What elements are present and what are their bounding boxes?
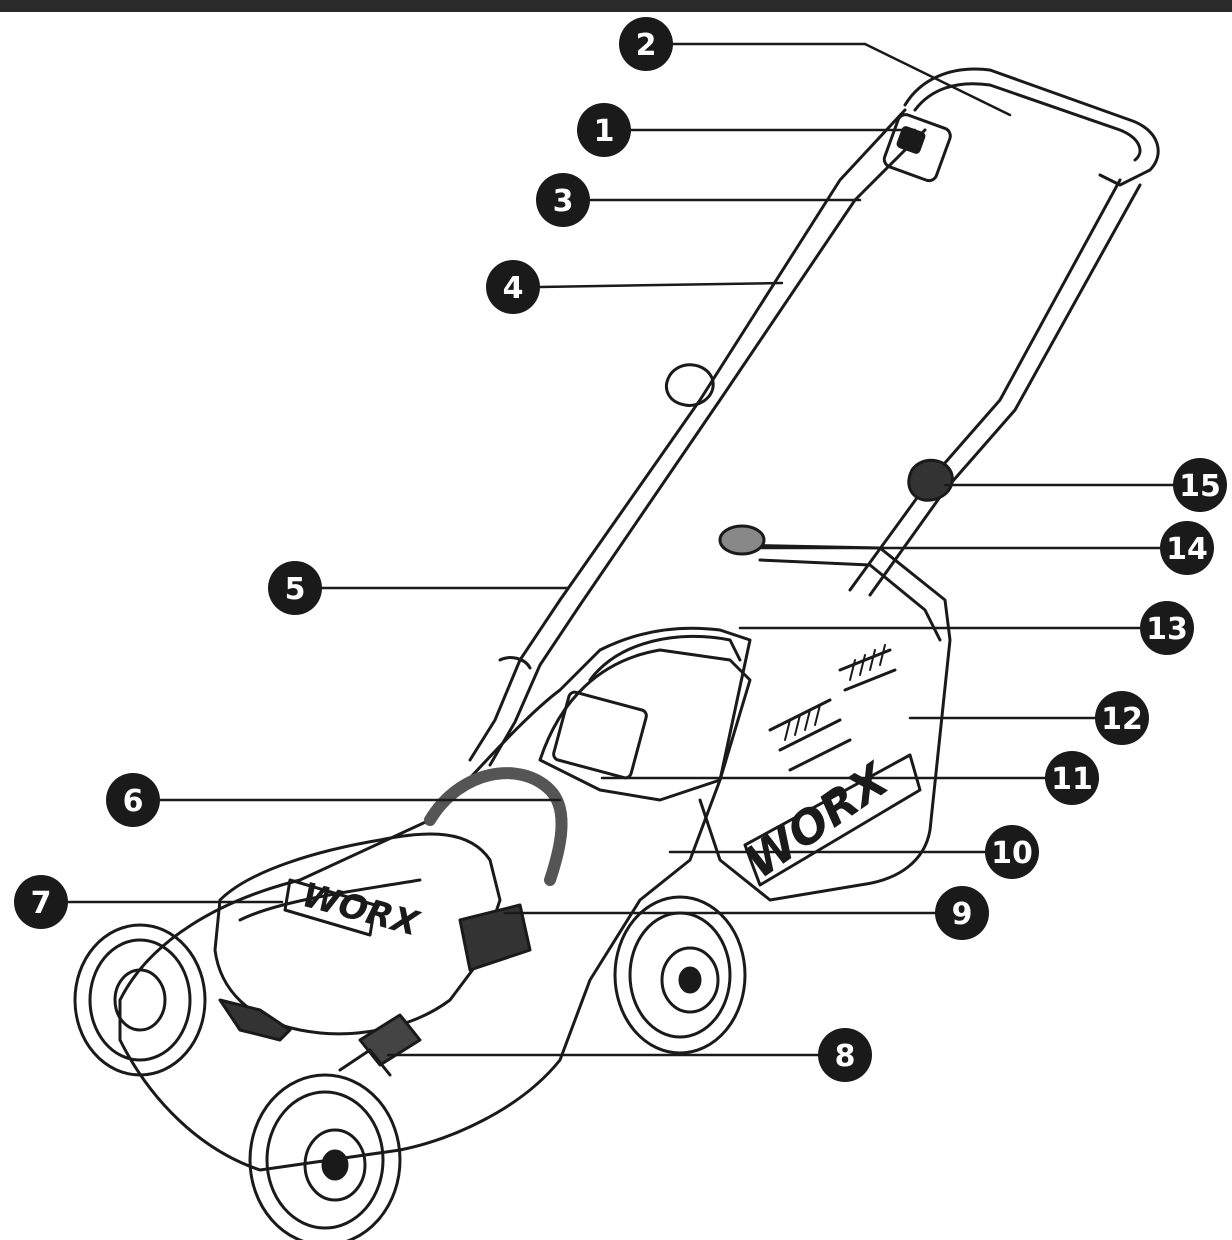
left-upper-tube: [558, 108, 907, 602]
callout-9: 9: [935, 886, 989, 940]
svg-text:13: 13: [1146, 612, 1188, 647]
svg-text:7: 7: [31, 886, 52, 921]
top-bar: [0, 0, 1232, 12]
callout-3: 3: [536, 173, 590, 227]
callout-1: 1: [577, 103, 631, 157]
callout-6: 6: [106, 773, 160, 827]
switch-box: [882, 113, 952, 183]
callout-2: 2: [619, 17, 673, 71]
svg-text:1: 1: [594, 114, 615, 149]
callout-12: 12: [1095, 691, 1149, 745]
svg-text:2: 2: [636, 28, 657, 63]
svg-text:4: 4: [503, 271, 524, 306]
power-button-housing: [458, 903, 532, 972]
callout-7: 7: [14, 875, 68, 929]
svg-text:11: 11: [1051, 762, 1093, 797]
right-upper-tube: [848, 178, 1122, 592]
svg-text:3: 3: [553, 184, 574, 219]
grass-collection-box: WORX: [698, 524, 952, 902]
height-adjust-lever: [358, 1013, 422, 1067]
grass-box-logo: WORX: [735, 751, 900, 889]
svg-text:6: 6: [123, 784, 144, 819]
rear-right-wheel: [613, 895, 747, 1055]
grass-level-indicator: [718, 524, 766, 556]
svg-text:12: 12: [1101, 702, 1143, 737]
callout-13: 13: [1140, 601, 1194, 655]
right-clamp-knob: [907, 459, 954, 502]
callout-8: 8: [818, 1028, 872, 1082]
motor-cover: [538, 648, 752, 802]
callout-15: 15: [1173, 458, 1227, 512]
callout-5: 5: [268, 561, 322, 615]
callout-10: 10: [985, 825, 1039, 879]
safety-lever: [424, 767, 568, 886]
svg-text:5: 5: [285, 572, 306, 607]
svg-text:15: 15: [1179, 469, 1221, 504]
svg-text:8: 8: [835, 1039, 856, 1074]
svg-text:14: 14: [1166, 532, 1208, 567]
left-clamp-knob: [665, 363, 715, 407]
front-right-wheel: [248, 1073, 402, 1240]
svg-text:10: 10: [991, 836, 1033, 871]
callout-4: 4: [486, 260, 540, 314]
top-handle-grip: [903, 67, 1160, 187]
leader-lines: [66, 42, 1177, 1057]
svg-text:9: 9: [952, 897, 973, 932]
battery-cover: [213, 832, 502, 1036]
mower-deck: WORX: [118, 626, 752, 1172]
callouts: 2 1 3 4 5 6 7 8: [14, 17, 1227, 1082]
front-left-wheel: [73, 923, 207, 1077]
cover-logo: WORX: [298, 875, 425, 945]
left-lower-tube: [468, 598, 562, 762]
callout-11: 11: [1045, 751, 1099, 805]
callout-14: 14: [1160, 521, 1214, 575]
handle-assembly: [468, 67, 1160, 767]
